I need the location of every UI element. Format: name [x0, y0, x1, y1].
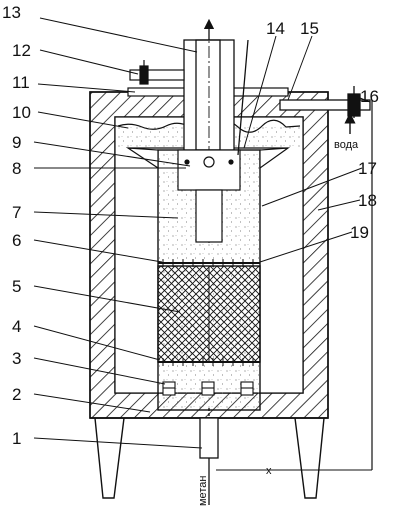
methane-inlet: [199, 408, 219, 505]
rod: [237, 39, 249, 156]
water-label: вода: [334, 139, 359, 151]
label-4: 4: [12, 317, 21, 336]
label-3: 3: [12, 349, 21, 368]
label-16: 16: [360, 87, 379, 106]
label-13: 13: [2, 3, 21, 22]
grid-plate-upper: [158, 259, 260, 267]
label-18: 18: [358, 191, 377, 210]
label-2: 2: [12, 385, 21, 404]
label-12: 12: [12, 41, 31, 60]
gas-nozzles: [162, 381, 254, 396]
probe-assembly: [177, 149, 241, 243]
label-5: 5: [12, 277, 21, 296]
label-11: 11: [12, 73, 30, 92]
label-9: 9: [12, 133, 21, 152]
label-19: 19: [350, 223, 369, 242]
label-1: 1: [12, 429, 21, 448]
label-7: 7: [12, 203, 21, 222]
label-10: 10: [12, 103, 31, 122]
grid-plate-lower: [158, 358, 260, 366]
side-valve: [129, 60, 185, 85]
label-6: 6: [12, 231, 21, 250]
cross-marker: x: [266, 465, 272, 477]
label-17: 17: [358, 159, 377, 178]
label-8: 8: [12, 159, 21, 178]
label-14: 14: [266, 19, 285, 38]
methane-label: метан: [197, 476, 209, 506]
part-labels: 13 12 11 10 9 8 7 6 5 4 3 2 1 14 15 16 1…: [2, 3, 379, 448]
leader-lines: [33, 17, 371, 449]
label-15: 15: [300, 19, 319, 38]
